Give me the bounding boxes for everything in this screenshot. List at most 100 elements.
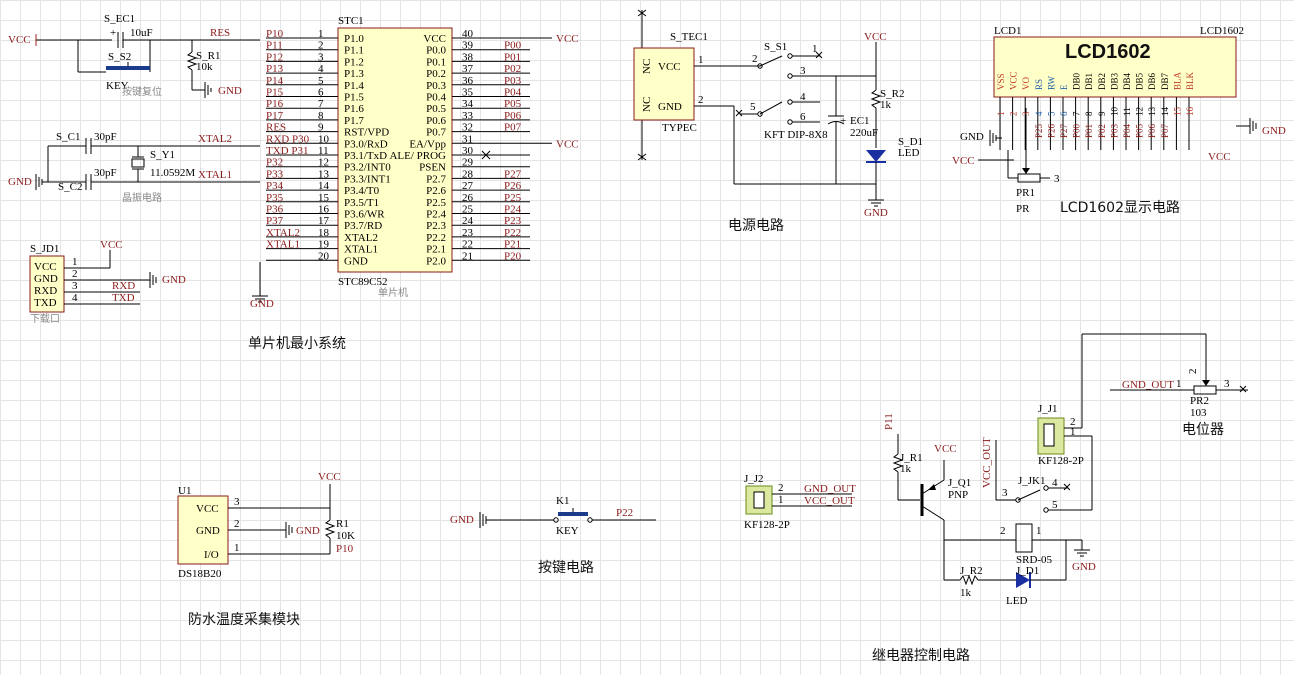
- mcu-right-pin-label: ALE/ PROG: [389, 150, 446, 162]
- mcu-left-pin-number: 10: [318, 133, 330, 145]
- lcd-net-label: P26: [1046, 123, 1056, 138]
- mcu-right-pin-label: P2.2: [426, 232, 446, 244]
- xtal1-net-label: XTAL1: [198, 169, 232, 181]
- pot-body[interactable]: [1193, 385, 1217, 395]
- reset-res-value: 10k: [196, 61, 213, 73]
- gnd-net-label: GND: [218, 85, 242, 97]
- mcu-right-pin-number: 22: [462, 239, 473, 251]
- mcu-left-pin-number: 19: [318, 239, 330, 251]
- res-net-label: RES: [210, 27, 230, 39]
- vcc-net-label: VCC: [318, 471, 341, 483]
- txd-net-label: TXD: [112, 292, 135, 304]
- pot-caption: 电位器: [1182, 422, 1224, 438]
- lcd-title: LCD1602: [1065, 41, 1151, 63]
- mcu-right-pin-label: P0.1: [426, 56, 446, 68]
- lcd-pin-label: VSS: [996, 73, 1006, 90]
- mcu-left-net-label: P16: [266, 98, 284, 110]
- svg-text:1: 1: [1036, 525, 1042, 537]
- mcu-right-net-label: P03: [504, 75, 522, 87]
- relay-circuit: P11 J_R1 1k VCC J_Q1 PNP J_R2 1k J_D1 LE…: [883, 333, 1206, 607]
- lcd-pin-number: 10: [1109, 107, 1119, 117]
- download-port: S_JD1 VCC GND RXD TXD 1 2 3 4 VCC GND RX…: [29, 239, 186, 325]
- mcu-left-pin-label: P3.6/WR: [344, 209, 385, 221]
- lcd-body[interactable]: [993, 36, 1237, 98]
- mcu-right-net-label: P04: [504, 87, 522, 99]
- gnd-net-label: GND: [8, 176, 32, 188]
- gnd-net-label: GND: [960, 131, 984, 143]
- mcu-left-net-label: P12: [266, 51, 283, 63]
- lcd-net-label: P25: [1034, 123, 1044, 138]
- power-res-ref: S_R2: [880, 88, 904, 100]
- key-ref: K1: [556, 495, 569, 507]
- lcd-pin-label: VCC: [1009, 71, 1019, 90]
- lcd-pin-number: 12: [1135, 107, 1145, 116]
- potentiometer-circuit: GND_OUT 1 2 3 PR2 103: [1110, 334, 1248, 419]
- svg-text:1: 1: [1070, 426, 1076, 438]
- lcd-net-label: P01: [1084, 124, 1094, 138]
- vcc-net-label: VCC: [934, 443, 957, 455]
- svg-text:3: 3: [1002, 487, 1008, 499]
- ds18b20-body[interactable]: [177, 495, 229, 565]
- svg-text:4: 4: [1052, 477, 1058, 489]
- mcu-left-pin-label: P1.7: [344, 115, 364, 127]
- svg-text:1: 1: [234, 542, 240, 554]
- reset-switch-body[interactable]: [106, 66, 150, 70]
- p11-net-label: P11: [883, 413, 895, 430]
- mcu-left-pin-number: 5: [318, 75, 324, 87]
- lcd-pot-ref: PR1: [1016, 187, 1035, 199]
- mcu-right-pin-number: 25: [462, 204, 474, 216]
- mcu-body[interactable]: [337, 27, 453, 273]
- reset-res-ref: S_R1: [196, 50, 220, 62]
- relay-value: SRD-05: [1016, 554, 1053, 566]
- download-pin-3: RXD: [34, 285, 57, 297]
- relay-j1-ref: J_J1: [1038, 403, 1058, 415]
- download-connector[interactable]: [29, 255, 65, 313]
- mcu-ref: STC1: [338, 15, 364, 27]
- mcu-caption: 单片机最小系统: [248, 336, 346, 352]
- mcu-left-pin-label: P3.4/T0: [344, 185, 380, 197]
- mcu-right-pin-label: EA/Vpp: [409, 138, 446, 150]
- lcd-pin-label: DB1: [1084, 73, 1094, 90]
- crystal-circuit: S_C1 30pF XTAL2 GND S_C2 30pF XTAL1 S_Y1…: [8, 131, 260, 204]
- mcu-part: STC89C52: [338, 276, 388, 288]
- relay-ref: J_JK1: [1018, 475, 1046, 487]
- mcu-right-pin-label: P2.7: [426, 173, 446, 185]
- mcu-right-pin-label: P0.5: [426, 103, 446, 115]
- svg-text:2: 2: [1187, 369, 1199, 375]
- mcu-left-net-label: P37: [266, 215, 284, 227]
- key-button[interactable]: [558, 512, 588, 516]
- typec-jack-body[interactable]: [633, 47, 695, 121]
- relay-caption: 继电器控制电路: [872, 648, 970, 664]
- mcu-left-net-label: XTAL1: [266, 239, 300, 251]
- power-caption: 电源电路: [728, 218, 784, 234]
- mcu-left-net-label: P33: [266, 168, 284, 180]
- mcu-left-pin-number: 17: [318, 215, 330, 227]
- reset-note: 按键复位: [122, 85, 162, 98]
- lcd-pin-label: DB4: [1122, 72, 1132, 90]
- svg-text:2: 2: [234, 518, 240, 530]
- relay-r1-ref: J_R1: [900, 452, 923, 464]
- mcu-left-pin-number: 4: [318, 63, 324, 75]
- relay-coil[interactable]: [1015, 523, 1033, 553]
- relay-led-value: LED: [1006, 595, 1027, 607]
- crystal-value: 11.0592M: [150, 167, 195, 179]
- mcu-right-pin-label: PSEN: [419, 162, 446, 174]
- mcu-right-pin-number: 31: [462, 133, 473, 145]
- gnd-out-net-label: GND_OUT: [1122, 379, 1174, 391]
- lcd-net-label: P07: [1160, 123, 1170, 138]
- mcu-left-pin-label: P1.4: [344, 80, 364, 92]
- svg-text:4: 4: [72, 292, 78, 304]
- mcu-right-net-label: P05: [504, 98, 522, 110]
- lcd-pin-number: 3: [1021, 111, 1031, 116]
- lcd-pin-label: DB2: [1097, 73, 1107, 90]
- lcd-pin-label: VO: [1021, 77, 1031, 90]
- svg-text:3: 3: [800, 65, 806, 77]
- mcu-left-pin-number: 3: [318, 51, 324, 63]
- mcu-left-pin-number: 2: [318, 40, 324, 52]
- lcd-pin-label: DB6: [1147, 72, 1157, 90]
- vcc-net-label: VCC: [100, 239, 123, 251]
- mcu-left-net-label: P34: [266, 180, 284, 192]
- mcu-left-pin-number: 15: [318, 192, 330, 204]
- mcu-right-pin-number: 21: [462, 250, 473, 262]
- lcd-pin-number: 15: [1172, 107, 1182, 117]
